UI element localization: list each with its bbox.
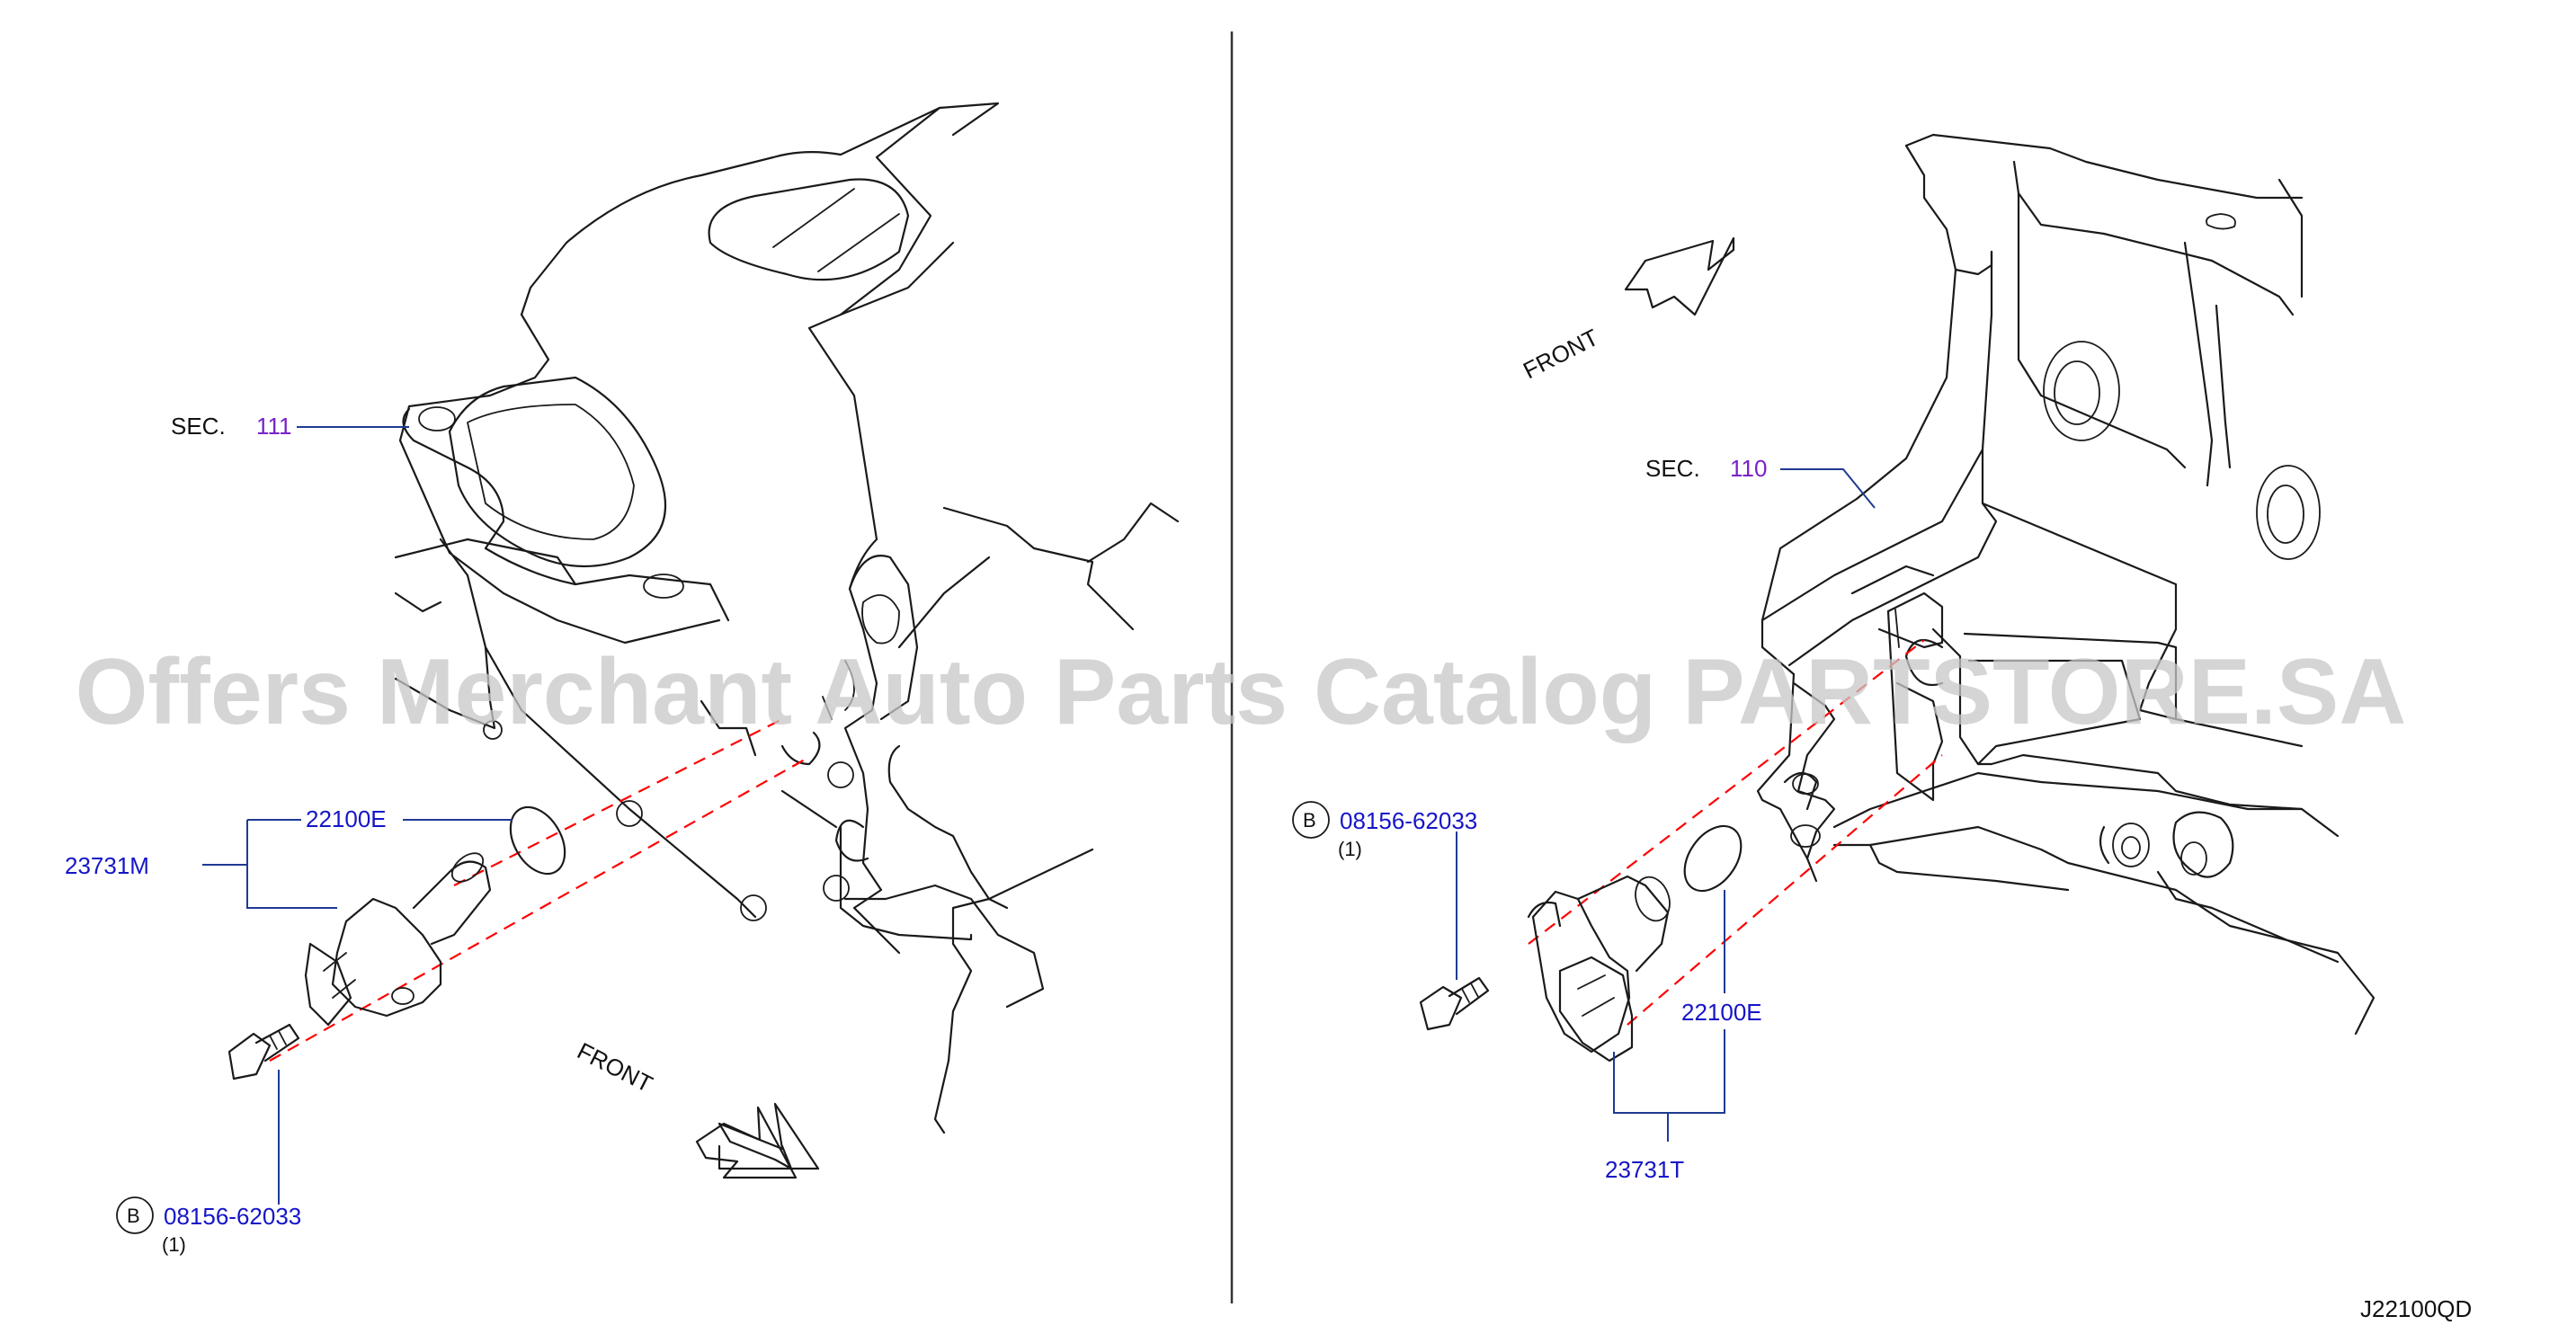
left-sensor-part-number[interactable]: 23731M bbox=[65, 852, 149, 879]
right-bolt bbox=[1419, 976, 1490, 1031]
right-sec-prefix: SEC. bbox=[1645, 455, 1700, 482]
right-alignment-line-upper bbox=[1528, 639, 1925, 945]
right-engine-outline bbox=[1756, 133, 2375, 1036]
right-front-label: FRONT bbox=[1519, 324, 1603, 384]
right-o-ring bbox=[1683, 824, 1743, 893]
right-bolt-qty: (1) bbox=[1338, 838, 1362, 860]
right-sensor-part-number[interactable]: 23731T bbox=[1605, 1156, 1684, 1183]
right-panel: FRONT bbox=[1292, 133, 2375, 1183]
right-front-arrow: FRONT bbox=[1519, 236, 1735, 384]
front-arrow-icon bbox=[1624, 236, 1735, 316]
left-bolt-badge: B bbox=[127, 1205, 140, 1227]
right-bolt-part-number[interactable]: 08156-62033 bbox=[1340, 807, 1477, 834]
right-bolt-badge: B bbox=[1303, 809, 1316, 832]
left-panel: FRONT SEC. 111 22100E 23731M B 08156-620… bbox=[65, 102, 1180, 1256]
left-o-ring bbox=[509, 805, 566, 876]
left-sec-number[interactable]: 111 bbox=[256, 413, 292, 440]
left-front-arrow: FRONT bbox=[573, 1037, 820, 1179]
right-bolt-badge-circle bbox=[1292, 801, 1330, 839]
left-bolt-part-number[interactable]: 08156-62033 bbox=[164, 1203, 301, 1230]
diagram-code: J22100QD bbox=[2360, 1295, 2472, 1322]
left-front-label: FRONT bbox=[573, 1037, 657, 1098]
right-oring-part-number[interactable]: 22100E bbox=[1681, 999, 1762, 1026]
right-camshaft-sensor bbox=[1527, 875, 1671, 1063]
right-sec-number[interactable]: 110 bbox=[1730, 455, 1767, 482]
left-bolt bbox=[227, 1023, 300, 1081]
left-bolt-qty: (1) bbox=[162, 1233, 186, 1256]
left-oring-part-number[interactable]: 22100E bbox=[306, 805, 387, 832]
watermark-text: Offers Merchant Auto Parts Catalog PARTS… bbox=[76, 640, 2407, 744]
right-alignment-line-lower bbox=[1627, 754, 1943, 1026]
front-arrow-icon bbox=[718, 1102, 820, 1170]
left-camshaft-sensor bbox=[304, 852, 492, 1027]
left-engine-outline bbox=[394, 102, 1180, 1134]
left-sec-prefix: SEC. bbox=[171, 413, 226, 440]
left-bolt-badge-circle bbox=[116, 1196, 154, 1234]
